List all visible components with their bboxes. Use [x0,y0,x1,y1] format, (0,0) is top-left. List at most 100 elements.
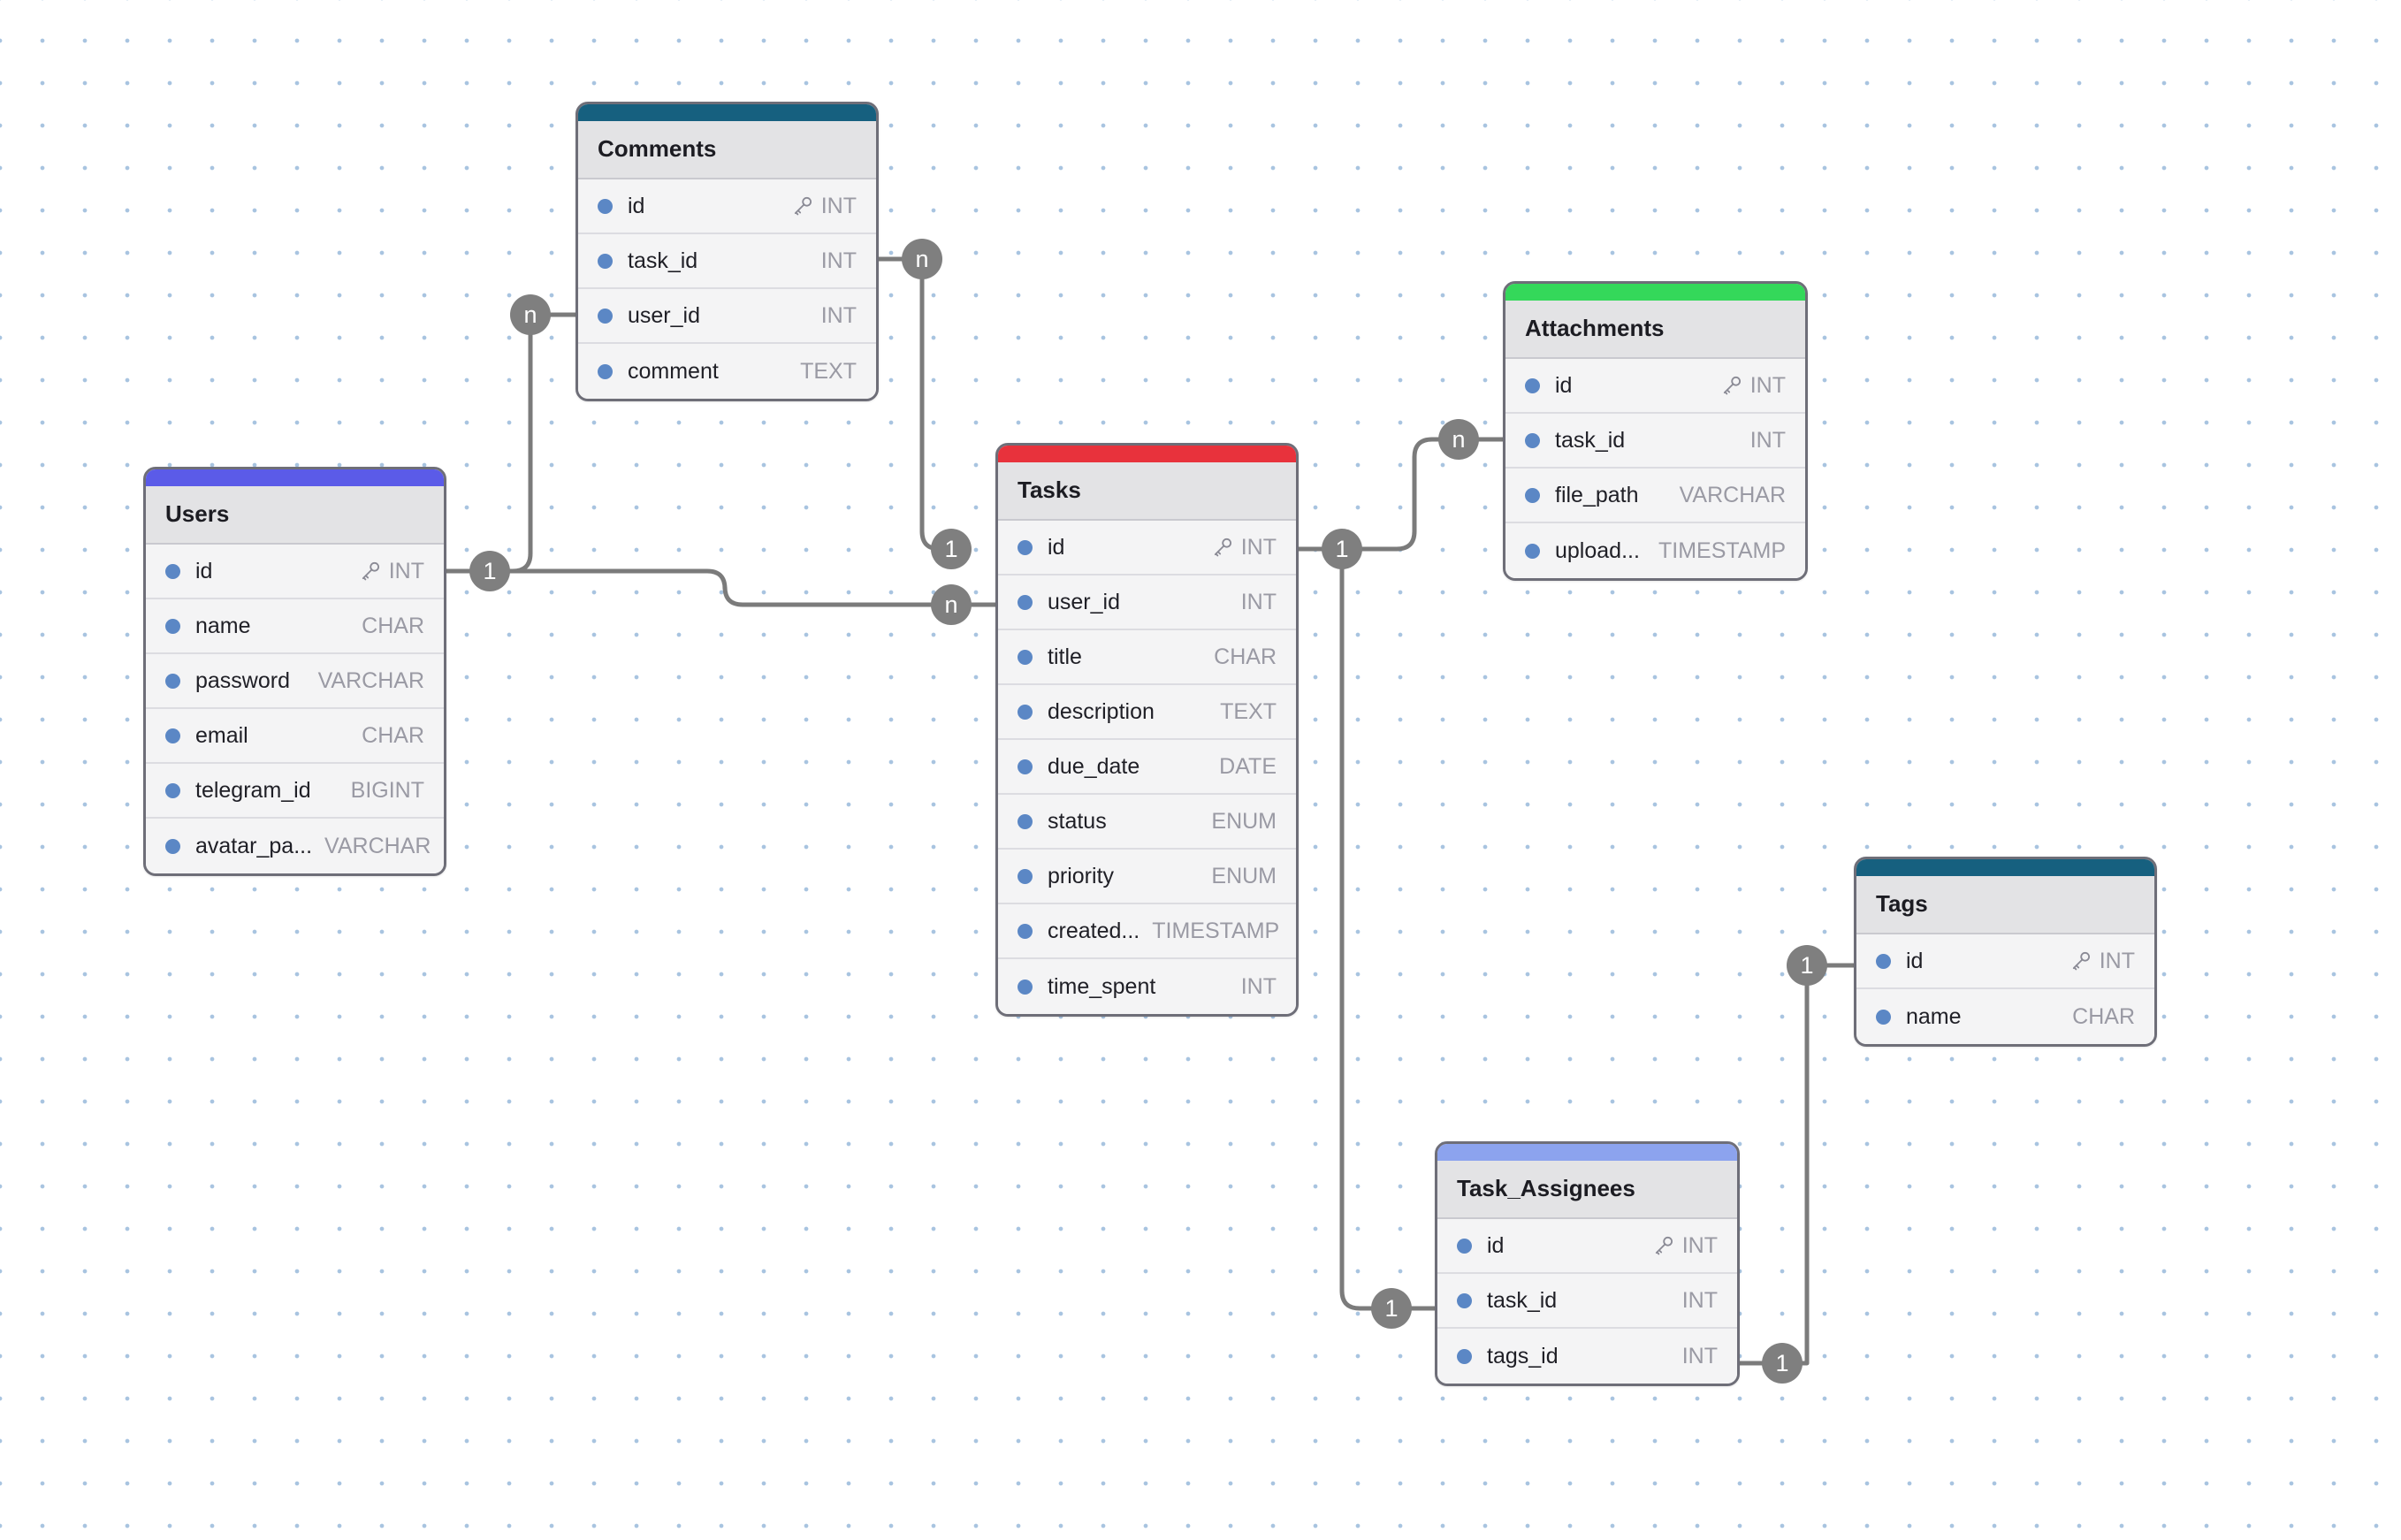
attribute-bullet-icon [165,618,180,634]
cardinality-badge[interactable]: 1 [1371,1288,1412,1329]
attribute-name: tags_id [1487,1343,1559,1368]
attribute-type: INT [1681,1287,1718,1313]
attribute-type: ENUM [1211,808,1277,834]
cardinality-badge[interactable]: 1 [469,551,510,591]
entity-accent-bar [1505,284,1805,301]
attribute-type: VARCHAR [324,833,431,858]
attribute-name: due_date [1048,753,1140,779]
cardinality-badge[interactable]: 1 [1762,1343,1803,1384]
attribute-name: priority [1048,863,1115,888]
cardinality-badge[interactable]: n [1438,419,1479,460]
attribute-type: CHAR [362,613,424,638]
attribute-row[interactable]: telegram_id BIGINT [146,764,444,819]
attribute-name: name [195,613,251,638]
attribute-row[interactable]: upload...TIMESTAMP [1505,523,1805,578]
attribute-meta: CHAR [362,723,424,749]
attribute-bullet-icon [1018,539,1033,555]
cardinality-badge[interactable]: 1 [931,529,972,569]
primary-key-icon [791,194,814,217]
attribute-meta: INT [1682,1288,1718,1314]
attribute-row[interactable]: task_id INT [1437,1274,1737,1329]
primary-key-icon [1211,536,1234,559]
attribute-bullet-icon [1457,1292,1472,1308]
attribute-type: INT [1749,427,1786,453]
cardinality-badge[interactable]: n [902,239,942,279]
entity-title: Task_Assignees [1437,1161,1737,1219]
attribute-type: INT [820,193,857,218]
attribute-meta: TEXT [1220,699,1277,725]
attribute-name: task_id [1487,1287,1558,1313]
attribute-bullet-icon [1018,868,1033,884]
attribute-bullet-icon [165,728,180,743]
attribute-bullet-icon [1018,594,1033,610]
attribute-type: VARCHAR [317,667,424,693]
attribute-row[interactable]: priority ENUM [998,850,1296,904]
cardinality-badge[interactable]: n [931,584,972,625]
attribute-bullet-icon [598,198,613,214]
attribute-row[interactable]: created...TIMESTAMP [998,904,1296,959]
attribute-row[interactable]: avatar_pa...VARCHAR [146,819,444,873]
entity-title: Comments [578,121,876,179]
attribute-row[interactable]: tags_id INT [1437,1329,1737,1384]
cardinality-badge[interactable]: n [510,294,551,335]
attribute-type: ENUM [1211,863,1277,888]
attribute-row[interactable]: name CHAR [146,599,444,654]
attribute-bullet-icon [165,782,180,798]
attribute-bullet-icon [1876,953,1891,969]
entity-accent-bar [578,104,876,121]
attribute-type: INT [1240,534,1277,560]
entity-title: Users [146,486,444,545]
attribute-bullet-icon [1018,649,1033,665]
attribute-bullet-icon [1018,813,1033,829]
attribute-type: INT [1681,1343,1718,1368]
primary-key-icon [1652,1234,1675,1257]
entity-title: Tasks [998,462,1296,521]
cardinality-badge[interactable]: 1 [1322,529,1362,569]
attribute-bullet-icon [1457,1348,1472,1364]
attribute-bullet-icon [1525,432,1540,448]
cardinality-badge[interactable]: 1 [1787,945,1827,986]
attribute-type: CHAR [1214,644,1277,669]
attribute-type: INT [1240,973,1277,999]
attribute-bullet-icon [1525,377,1540,393]
attribute-type: BIGINT [350,777,424,803]
attribute-name: telegram_id [195,777,311,803]
attribute-type: INT [1240,589,1277,614]
attribute-type: INT [1749,372,1786,398]
attribute-bullet-icon [165,563,180,579]
attribute-bullet-icon [598,363,613,379]
attribute-bullet-icon [1525,487,1540,503]
attribute-bullet-icon [598,308,613,324]
attribute-meta: VARCHAR [324,834,431,859]
attribute-type: INT [2099,948,2135,973]
attribute-type: INT [1681,1232,1718,1258]
attribute-meta: INT [1211,535,1277,560]
